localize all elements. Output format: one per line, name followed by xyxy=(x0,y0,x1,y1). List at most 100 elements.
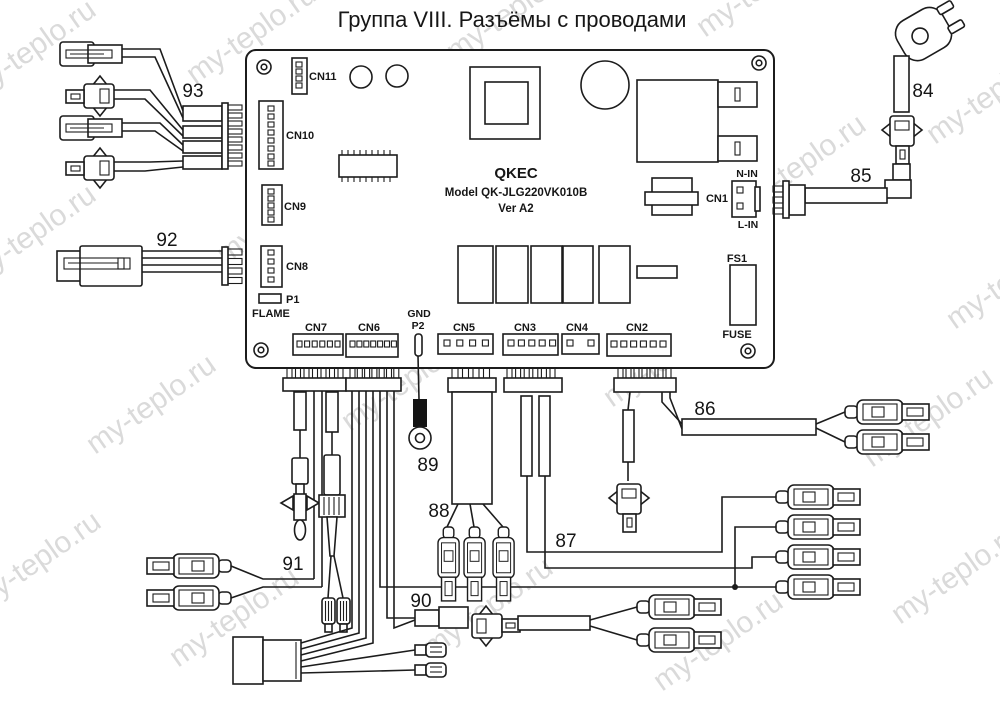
flame-electrode-icon xyxy=(279,457,321,541)
wire-sleeve xyxy=(538,395,551,477)
watermark-text: my-teplo.ru xyxy=(885,518,1000,631)
wire-bundle xyxy=(451,391,493,505)
part-87-harness: 87 xyxy=(503,367,861,600)
connector-cn8: CN8 xyxy=(260,245,308,288)
mains-plug-icon xyxy=(772,180,806,219)
part-label-93: 93 xyxy=(182,81,203,102)
wire-ferrule xyxy=(414,609,440,627)
n-in-label: N-IN xyxy=(736,168,758,180)
connector-cn1: N-IN CN1 L-IN xyxy=(706,168,761,231)
cn10-label: CN10 xyxy=(286,130,314,142)
screw-hole-icon xyxy=(253,55,767,359)
connector-body xyxy=(438,606,469,629)
cable-sleeve xyxy=(893,55,910,113)
part-label-87: 87 xyxy=(555,531,576,552)
board-version: Ver A2 xyxy=(498,203,533,215)
cn8-label: CN8 xyxy=(286,261,308,273)
power-plug-icon xyxy=(894,0,966,62)
plug-body xyxy=(221,102,229,170)
part-86-harness: 86 xyxy=(608,367,930,533)
p2-label: P2 xyxy=(412,320,425,332)
ignition-electrode-icon xyxy=(318,454,351,633)
board-hole-icon xyxy=(349,65,373,89)
cn1-label: CN1 xyxy=(706,193,728,205)
flame-sense-pad: P1 FLAME xyxy=(252,293,299,320)
cn7-plug-harness: 91 xyxy=(146,367,351,633)
ground-pad-p2: GND P2 xyxy=(407,308,431,357)
wire-sleeve xyxy=(325,391,339,433)
part-88-harness: 88 xyxy=(428,367,515,602)
cable-sleeve xyxy=(681,418,817,436)
spade-terminal-icon xyxy=(437,526,460,602)
connector-cn11: CN11 xyxy=(291,57,337,95)
connector-cn2: CN2 xyxy=(606,322,672,357)
latch-plug-icon xyxy=(608,483,650,533)
plug-body xyxy=(282,377,347,392)
fuse-label: FUSE xyxy=(722,329,751,341)
crimp-terminal-icon xyxy=(414,642,447,658)
fs1-label: FS1 xyxy=(727,253,747,265)
plug-body xyxy=(503,377,563,393)
spade-connector-icon xyxy=(59,41,123,67)
plug-body xyxy=(613,377,677,393)
voltage-regulator xyxy=(644,177,699,216)
connector-cn10: CN10 xyxy=(258,100,314,170)
spade-terminal-icon xyxy=(146,553,232,579)
connector-cn4: CN4 xyxy=(561,322,600,355)
latch-plug-icon xyxy=(65,75,115,117)
spade-terminal-icon xyxy=(775,514,861,540)
spade-terminal-icon xyxy=(636,627,722,653)
crimp-terminal-icon xyxy=(414,662,447,678)
spade-terminal-icon xyxy=(146,585,232,611)
cn4-label: CN4 xyxy=(566,322,589,334)
cn5-label: CN5 xyxy=(453,322,475,334)
spade-terminal-icon xyxy=(463,526,486,602)
connector-cn5: CN5 xyxy=(437,322,494,355)
wire-sleeve xyxy=(182,140,223,154)
part-93-harness: 93 xyxy=(59,41,243,189)
spade-terminal-icon xyxy=(636,594,722,620)
wire-sleeve xyxy=(293,391,307,431)
board-hole-icon xyxy=(385,64,409,88)
part-84-power-cord: 84 xyxy=(881,0,966,181)
page-title: Группа VIII. Разъёмы с проводами xyxy=(338,7,687,32)
terminal-block-icon xyxy=(232,636,302,685)
mains-block xyxy=(636,79,758,163)
spade-terminal-icon xyxy=(492,526,515,602)
wire-sleeve xyxy=(182,125,223,139)
connector-cn7: CN7 xyxy=(292,322,344,356)
part-91-terminals: 91 xyxy=(146,553,322,611)
spade-terminal-icon xyxy=(844,399,930,425)
wire-sleeve xyxy=(182,155,223,170)
flame-label: FLAME xyxy=(252,308,290,320)
connector-cn3: CN3 xyxy=(502,322,559,356)
part-label-85: 85 xyxy=(850,166,871,187)
capacitor-icon xyxy=(580,60,630,110)
plug-tail xyxy=(892,163,911,181)
spade-terminal-icon xyxy=(775,544,861,570)
part-label-92: 92 xyxy=(156,230,177,251)
pcb-board: CN11 CN10 xyxy=(245,49,775,369)
part-label-91: 91 xyxy=(282,554,303,575)
wire-sleeve-black xyxy=(413,399,427,427)
part-label-89: 89 xyxy=(417,455,438,476)
cable-elbow xyxy=(884,179,912,199)
cn9-label: CN9 xyxy=(284,201,306,213)
watermark-text: my-teplo.ru xyxy=(940,223,1000,336)
gnd-label: GND xyxy=(407,308,431,320)
watermark-text: my-teplo.ru xyxy=(80,348,222,461)
part-89-ground-wire: 89 xyxy=(408,355,439,476)
part-92-cable: 92 xyxy=(56,230,243,287)
part-90-harness: 90 xyxy=(410,591,722,653)
l-in-label: L-IN xyxy=(738,219,758,231)
cn2-label: CN2 xyxy=(626,322,648,334)
spade-connector-icon xyxy=(59,115,123,141)
cable-sleeve xyxy=(804,187,888,204)
cn6-plug-harness xyxy=(232,367,776,685)
board-brand: QKEC xyxy=(494,165,538,182)
part-label-86: 86 xyxy=(694,399,715,420)
wire-sleeve xyxy=(622,409,635,463)
spade-terminal-icon xyxy=(775,484,861,510)
cn11-label: CN11 xyxy=(309,71,337,83)
